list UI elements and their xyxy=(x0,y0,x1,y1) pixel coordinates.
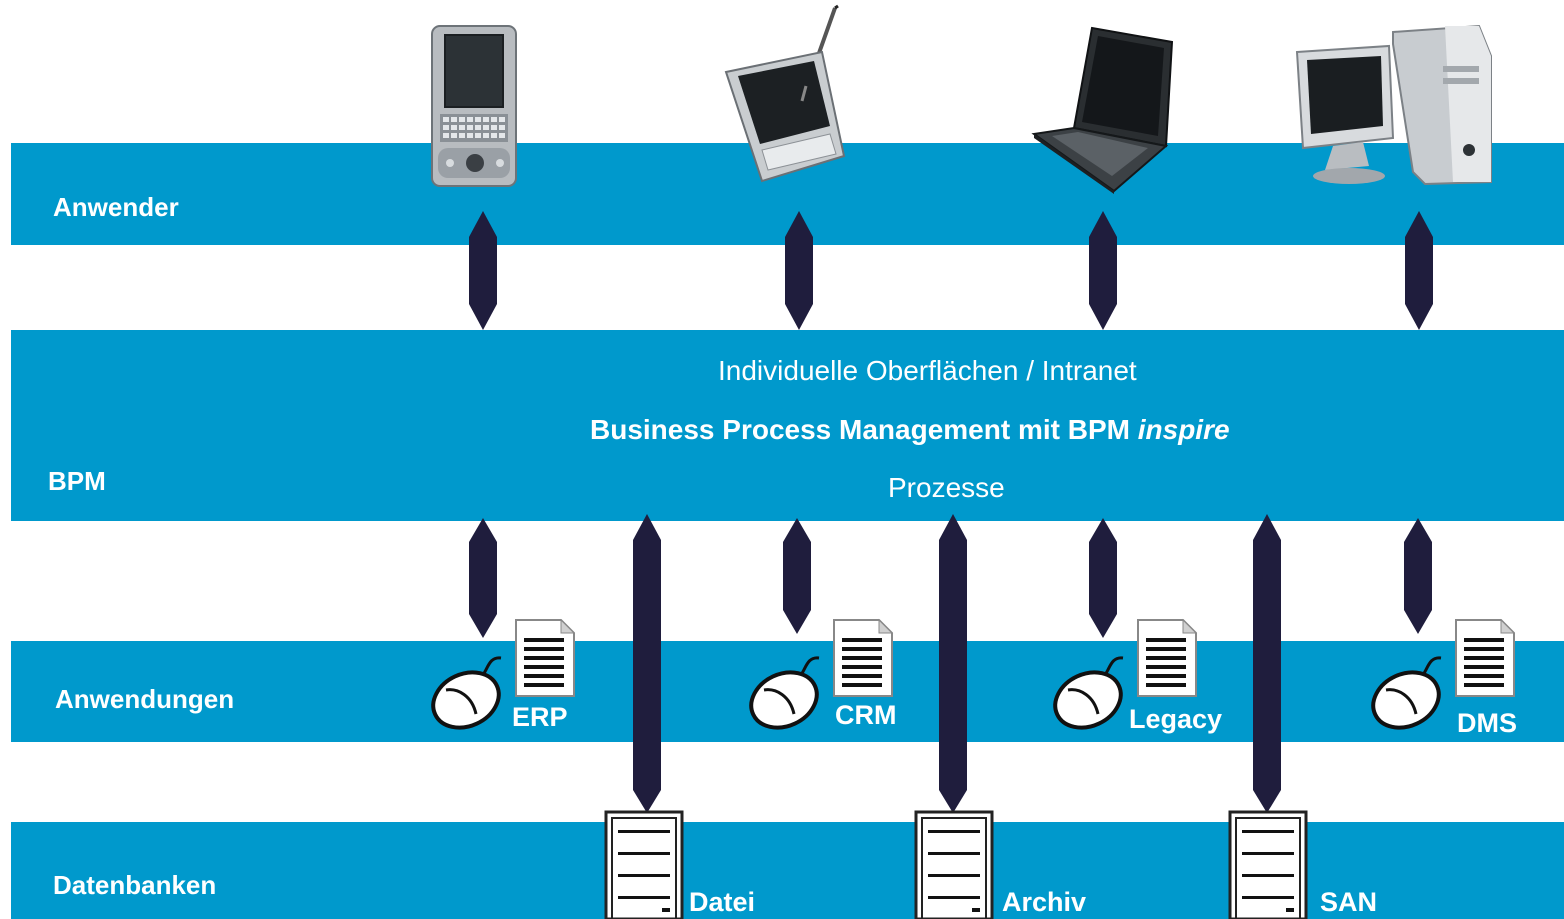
bpm-line-intranet: Individuelle Oberflächen / Intranet xyxy=(718,355,1137,386)
db-label-san: SAN xyxy=(1320,887,1378,917)
layer-label-anwendungen: Anwendungen xyxy=(55,684,235,714)
arrow-user-bpm-1 xyxy=(469,211,497,330)
bpm-title-emphasis: inspire xyxy=(1137,414,1230,445)
arrow-bpm-db-2 xyxy=(939,514,967,813)
arrow-bpm-app-1 xyxy=(469,518,497,638)
layer-label-datenbanken: Datenbanken xyxy=(53,870,217,900)
pda-keyboard-icon xyxy=(431,25,517,187)
layer-label-anwender: Anwender xyxy=(53,192,179,222)
app-label-crm: CRM xyxy=(835,700,897,730)
desktop-pc-icon xyxy=(1295,24,1492,186)
bpm-line-prozesse: Prozesse xyxy=(888,472,1005,503)
bpm-line-title: Business Process Management mit BPM insp… xyxy=(590,414,1230,446)
db-server-icon-archiv xyxy=(914,810,994,919)
app-icon-dms xyxy=(1371,618,1516,730)
tablet-stylus-icon xyxy=(724,4,846,183)
layer-label-bpm: BPM xyxy=(48,466,106,496)
arrow-user-bpm-2 xyxy=(785,211,813,330)
arrow-bpm-app-3 xyxy=(1089,518,1117,638)
arrow-user-bpm-4 xyxy=(1405,211,1433,330)
db-label-datei: Datei xyxy=(689,887,756,917)
app-label-dms: DMS xyxy=(1457,708,1517,738)
app-icon-crm xyxy=(749,618,894,730)
arrow-bpm-app-4 xyxy=(1404,518,1432,634)
app-label-legacy: Legacy xyxy=(1129,704,1223,734)
laptop-icon xyxy=(1031,26,1174,194)
bpm-title-main: Business Process Management mit BPM xyxy=(590,414,1138,445)
app-icon-legacy xyxy=(1053,618,1198,730)
arrow-user-bpm-3 xyxy=(1089,211,1117,330)
app-label-erp: ERP xyxy=(512,702,568,732)
arrow-bpm-db-3 xyxy=(1253,514,1281,813)
db-label-archiv: Archiv xyxy=(1002,887,1087,917)
arrow-bpm-app-2 xyxy=(783,518,811,634)
band-bpm xyxy=(11,330,1564,521)
app-icon-erp xyxy=(431,618,576,730)
db-server-icon-san xyxy=(1228,810,1308,919)
arrow-bpm-db-1 xyxy=(633,514,661,813)
db-server-icon-datei xyxy=(604,810,684,919)
